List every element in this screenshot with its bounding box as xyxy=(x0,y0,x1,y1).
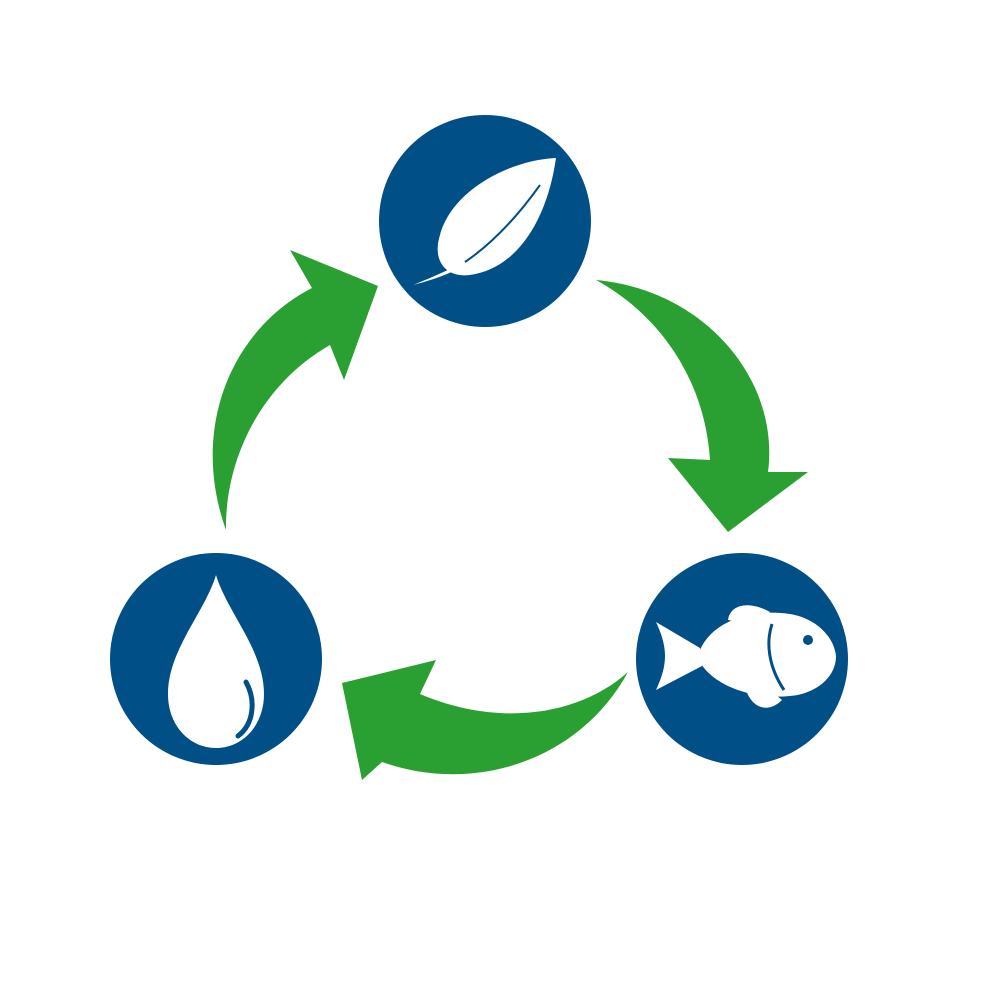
arrow-fish-to-water xyxy=(342,660,628,780)
water-drop-icon xyxy=(168,575,264,748)
leaf-icon xyxy=(413,158,556,285)
arrow-water-to-leaf xyxy=(212,250,378,530)
water-node xyxy=(110,553,322,765)
leaf-node xyxy=(379,115,591,327)
fish-icon xyxy=(656,605,836,708)
arrow-leaf-to-fish xyxy=(596,280,808,532)
fish-node xyxy=(636,553,848,765)
